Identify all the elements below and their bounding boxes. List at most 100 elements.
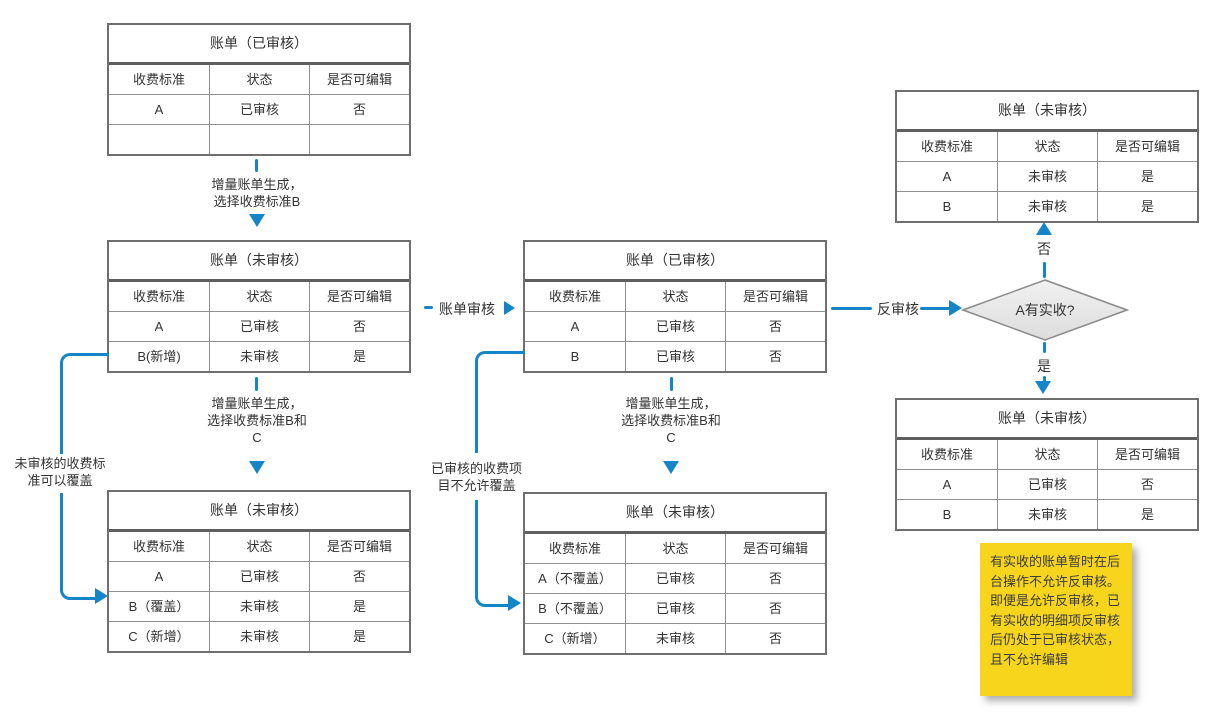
column-header: 收费标准 (548, 541, 601, 556)
table-cell: B(新增) (109, 341, 209, 371)
label-audit: 账单审核 (439, 301, 495, 317)
arrow-down-icon (1035, 381, 1051, 394)
label-no: 否 (1037, 241, 1051, 257)
table-cell: A（不覆盖） (525, 563, 625, 593)
column-header: 收费标准 (548, 289, 601, 304)
table-override-unapproved: 账单（未审核） 收费标准 状态 是否可编辑 A 已审核 否 B（覆盖） 未审核 … (107, 490, 411, 653)
label-decision: A有实收? (1015, 302, 1075, 318)
column-header: 状态 (625, 282, 725, 311)
decision-diamond (960, 279, 1130, 341)
table-cell: 是 (1097, 499, 1197, 529)
label-reverse-audit: 反审核 (877, 301, 919, 317)
column-header: 收费标准 (132, 72, 185, 87)
column-header: 收费标准 (132, 289, 185, 304)
connector-override-allowed-top (60, 353, 109, 454)
arrow-right-icon (508, 595, 521, 611)
column-header: 是否可编辑 (309, 65, 409, 94)
table-cell: 否 (309, 561, 409, 591)
label-generate-bc-left: 增量账单生成， 选择收费标准B和 C (177, 395, 337, 446)
column-header: 是否可编辑 (725, 534, 825, 563)
arrow-no-stem (1043, 262, 1046, 278)
table-cell: B (897, 499, 997, 529)
connector-reverse-audit-line (831, 307, 872, 310)
table-cell: 否 (309, 311, 409, 341)
table-cell: A (525, 311, 625, 341)
label-line: 未审核的收费标 (14, 456, 106, 471)
table-cell: A (109, 94, 209, 124)
table-cell: 是 (309, 341, 409, 371)
column-header: 状态 (997, 132, 1097, 161)
column-header: 收费标准 (920, 139, 973, 154)
arrow-right-icon (504, 301, 515, 315)
table-cell: A (897, 469, 997, 499)
label-line: C (666, 430, 676, 445)
table-cell: B（覆盖） (109, 591, 209, 621)
table-cell: 已审核 (625, 341, 725, 371)
table-cell: 否 (725, 623, 825, 653)
table-cell: B (897, 191, 997, 221)
label-line: 目不允许覆盖 (437, 478, 516, 493)
table-cell: 已审核 (625, 593, 725, 623)
table-title: 账单（未审核） (897, 92, 1197, 132)
column-header: 状态 (997, 440, 1097, 469)
table-cell: 未审核 (209, 621, 309, 651)
arrow-yes-stem (1043, 342, 1046, 353)
table-cell: 未审核 (625, 623, 725, 653)
table-cell: 已审核 (209, 94, 309, 124)
table-cell: 是 (309, 621, 409, 651)
table-title: 账单（未审核） (897, 400, 1197, 440)
table-cell: B（不覆盖） (525, 593, 625, 623)
table-cell: 已审核 (625, 311, 725, 341)
column-header: 收费标准 (132, 539, 185, 554)
label-override-denied: 已审核的收费项 目不允许覆盖 (414, 460, 539, 494)
table-cell: 否 (725, 341, 825, 371)
arrow-generate-bc-center-stem (670, 377, 673, 391)
label-yes: 是 (1037, 358, 1051, 374)
table-cell: A (109, 311, 209, 341)
label-line: 选择收费标准B和 (207, 413, 307, 428)
table-title: 账单（未审核） (109, 492, 409, 532)
arrow-generate-bc-left-stem (255, 377, 258, 391)
column-header: 是否可编辑 (309, 282, 409, 311)
table-cell: 已审核 (997, 469, 1097, 499)
diamond-shape-icon (960, 279, 1130, 341)
label-line: 选择收费标准B和 (621, 413, 721, 428)
arrow-down-icon (249, 461, 265, 474)
table-cell: 已审核 (209, 311, 309, 341)
table-cell: 否 (1097, 469, 1197, 499)
table-cell: 是 (1097, 161, 1197, 191)
table-cell: 未审核 (209, 591, 309, 621)
table-reverse-audit-no-receipt: 账单（未审核） 收费标准 状态 是否可编辑 A 未审核 是 B 未审核 是 (895, 90, 1199, 223)
arrow-up-icon (1036, 222, 1052, 235)
arrow-yes-stem (1043, 376, 1046, 383)
table-title: 账单（已审核） (109, 25, 409, 65)
label-line: 准可以覆盖 (27, 473, 93, 488)
table-incremental-unapproved: 账单（未审核） 收费标准 状态 是否可编辑 A 已审核 否 B(新增) 未审核 … (107, 240, 411, 373)
column-header: 收费标准 (920, 447, 973, 462)
table-cell: 未审核 (997, 161, 1097, 191)
label-line: C (252, 430, 262, 445)
connector-audit-dash (424, 306, 433, 309)
table-cell: 已审核 (209, 561, 309, 591)
table-reverse-audit-has-receipt: 账单（未审核） 收费标准 状态 是否可编辑 A 已审核 否 B 未审核 是 (895, 398, 1199, 531)
table-cell: A (109, 561, 209, 591)
table-cell: 否 (725, 563, 825, 593)
table-cell: A (897, 161, 997, 191)
arrow-generate-b-stem (255, 159, 258, 172)
table-cell (209, 124, 309, 154)
label-override-allowed: 未审核的收费标 准可以覆盖 (6, 455, 114, 489)
connector-override-allowed-bottom (60, 493, 101, 600)
table-after-audit-approved: 账单（已审核） 收费标准 状态 是否可编辑 A 已审核 否 B 已审核 否 (523, 240, 827, 373)
arrow-down-icon (663, 461, 679, 474)
label-generate-b: 增量账单生成， 选择收费标准B (177, 176, 337, 210)
table-title: 账单（未审核） (525, 494, 825, 534)
table-cell: 未审核 (997, 191, 1097, 221)
arrow-right-icon (949, 300, 962, 316)
table-cell: 是 (309, 591, 409, 621)
table-cell: C（新增） (109, 621, 209, 651)
table-initial-approved: 账单（已审核） 收费标准 状态 是否可编辑 A 已审核 否 (107, 23, 411, 156)
arrow-right-icon (95, 588, 108, 604)
column-header: 状态 (209, 282, 309, 311)
column-header: 是否可编辑 (309, 532, 409, 561)
column-header: 是否可编辑 (1097, 440, 1197, 469)
